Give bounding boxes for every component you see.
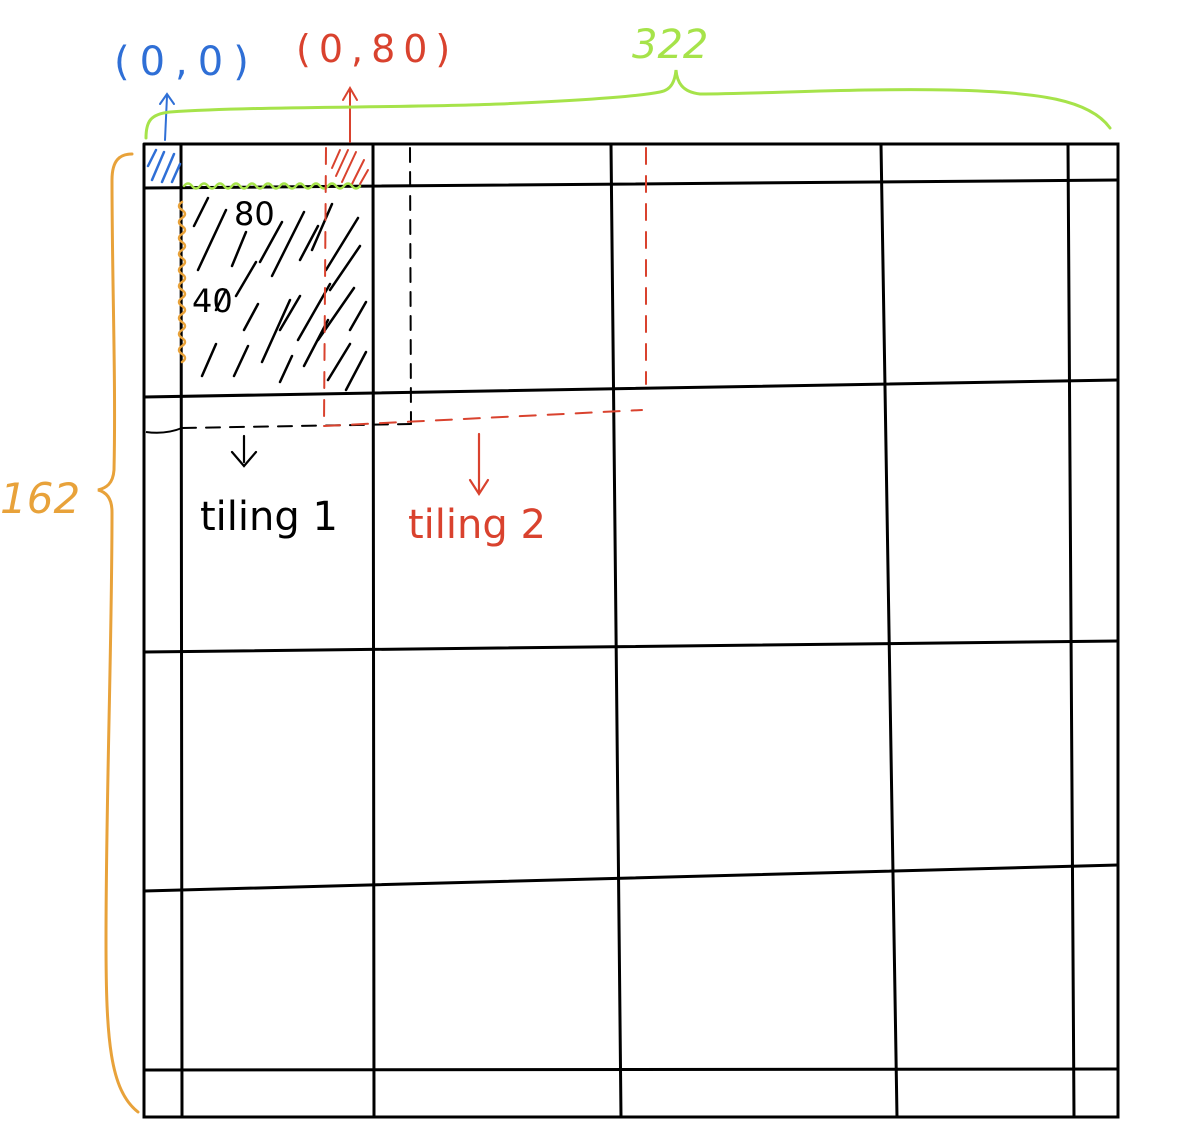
grid-vline-2 (371, 142, 376, 1119)
grid-vline-4 (879, 142, 899, 1119)
tiling2-label: tiling 2 (408, 502, 546, 548)
tile-height-label: 40 (192, 282, 233, 320)
grid-hline-5 (142, 1067, 1120, 1072)
offset-cell-hatch (331, 149, 369, 185)
origin-cell-hatch (146, 148, 182, 184)
tiling1-bracket (145, 427, 183, 434)
offset-label: (0,80) (296, 27, 458, 71)
grid (142, 142, 1120, 1119)
origin-arrow (159, 92, 175, 141)
tiling2-window (323, 147, 647, 427)
offset-arrow (342, 86, 358, 143)
grid-hline-2 (142, 378, 1120, 399)
height-brace (97, 152, 140, 1114)
tiling1-arrow (230, 434, 258, 468)
grid-vline-3 (609, 142, 623, 1119)
height-label: 162 (0, 474, 80, 523)
tile-height-mark (177, 200, 187, 364)
tile-width-label: 80 (234, 195, 275, 233)
tile-width-mark (182, 182, 362, 190)
tiling1-window (181, 147, 412, 429)
origin-label: (0,0) (114, 39, 259, 85)
grid-hline-3 (142, 639, 1120, 654)
grid-outer-border (142, 142, 1120, 1119)
width-brace (144, 69, 1112, 140)
tiling1-label: tiling 1 (200, 494, 338, 540)
width-label: 322 (632, 22, 708, 68)
grid-hline-4 (142, 863, 1120, 893)
grid-vline-5 (1066, 142, 1076, 1119)
tiling2-arrow (468, 432, 490, 497)
